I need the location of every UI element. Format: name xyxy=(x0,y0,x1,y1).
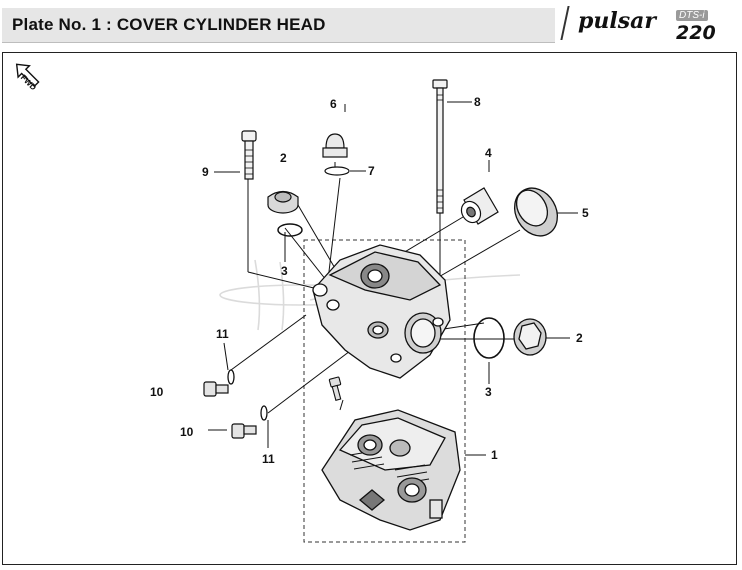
bolt-part-10-upper xyxy=(203,381,229,397)
o-ring-part-3-lower xyxy=(473,317,505,359)
logo-wordmark: pulsar xyxy=(578,8,656,34)
plate-title: Plate No. 1 : COVER CYLINDER HEAD xyxy=(12,15,326,34)
logo-model-number: 220 xyxy=(676,22,716,44)
callout-7: 7 xyxy=(368,164,375,178)
washer-part-7 xyxy=(324,166,350,176)
callout-3-upper: 3 xyxy=(281,264,288,278)
diagram-frame xyxy=(2,52,737,565)
callout-6: 6 xyxy=(330,97,337,111)
logo-badge: DTS-i xyxy=(676,10,708,21)
cap-part-5 xyxy=(513,187,559,237)
plug-part-2-upper xyxy=(267,190,299,214)
callout-1: 1 xyxy=(491,448,498,462)
brand-logo: pulsar DTS-i 220 xyxy=(560,4,738,44)
callout-9: 9 xyxy=(202,165,209,179)
washer-part-11-upper xyxy=(227,369,235,385)
cylinder-head-part-1 xyxy=(321,409,461,531)
plug-part-2-lower xyxy=(513,318,547,356)
callout-11-lower: 11 xyxy=(262,452,275,466)
callout-2-lower: 2 xyxy=(576,331,583,345)
callout-11-upper: 11 xyxy=(216,327,229,341)
o-ring-part-3-upper xyxy=(277,223,303,237)
cap-nut-part-6 xyxy=(322,133,348,158)
bolt-part-9 xyxy=(241,130,257,180)
cylinder-head-cover xyxy=(312,244,451,379)
fwd-arrow-icon: FWD xyxy=(15,63,40,92)
plate-header: Plate No. 1 : COVER CYLINDER HEAD pulsar… xyxy=(2,2,740,46)
collar-part-4 xyxy=(460,187,499,225)
assembly-boundary-box xyxy=(303,239,466,543)
stud-bolt-part-8 xyxy=(432,79,448,214)
washer-part-11-lower xyxy=(260,405,268,421)
callout-10-lower: 10 xyxy=(180,425,194,439)
callout-4: 4 xyxy=(485,146,492,160)
small-bolt xyxy=(328,376,342,401)
title-bar: Plate No. 1 : COVER CYLINDER HEAD xyxy=(2,8,555,43)
callout-8: 8 xyxy=(474,95,481,109)
fwd-label: FWD xyxy=(19,73,38,92)
callout-3-lower: 3 xyxy=(485,385,492,399)
bolt-part-10-lower xyxy=(231,423,257,439)
callout-5: 5 xyxy=(582,206,589,220)
callout-10-upper: 10 xyxy=(150,385,164,399)
callout-2-upper: 2 xyxy=(280,151,287,165)
